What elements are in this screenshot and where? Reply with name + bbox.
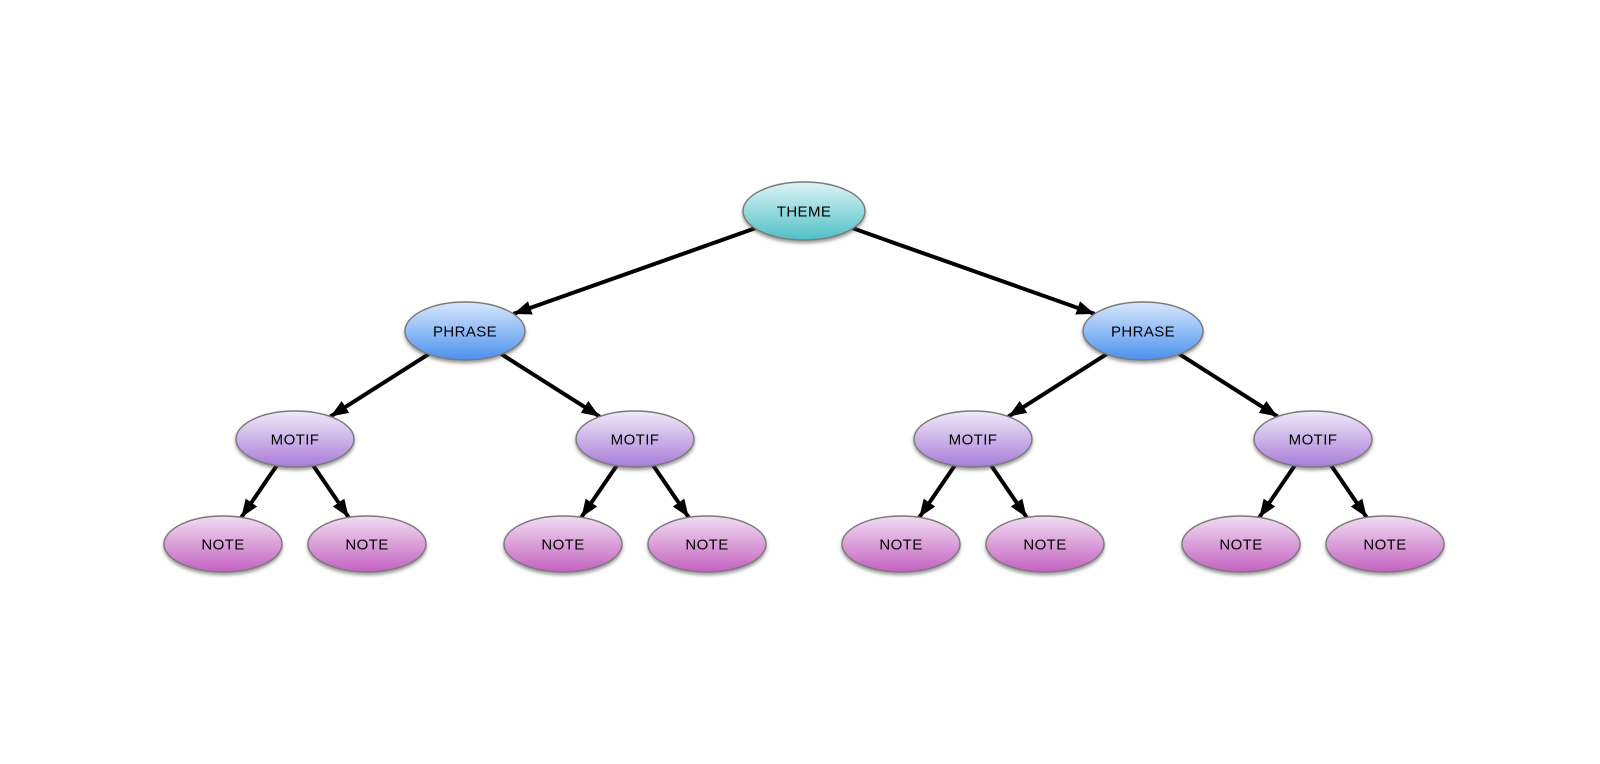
node-label: PHRASE: [1111, 323, 1175, 340]
node-motif-3: MOTIF: [913, 410, 1033, 468]
note-ellipse: [503, 515, 623, 573]
node-phrase-1: PHRASE: [404, 301, 526, 361]
motif-ellipse: [1253, 410, 1373, 468]
edge-motif-4-to-note-8: [1329, 464, 1369, 519]
edge-motif-4-to-note-7: [1257, 464, 1297, 519]
edge-motif-2-to-note-4: [651, 464, 691, 519]
node-note-7: NOTE: [1181, 515, 1301, 573]
node-note-4: NOTE: [647, 515, 767, 573]
node-motif-4: MOTIF: [1253, 410, 1373, 468]
node-note-6: NOTE: [985, 515, 1105, 573]
node-theme: THEME: [742, 181, 866, 241]
node-motif-2: MOTIF: [575, 410, 695, 468]
node-label: NOTE: [541, 536, 584, 553]
edge-theme-to-phrase-2: [852, 226, 1096, 316]
node-label: PHRASE: [433, 323, 497, 340]
node-note-1: NOTE: [163, 515, 283, 573]
edge-motif-3-to-note-5: [917, 464, 957, 519]
edge-phrase-2-to-motif-3: [1007, 352, 1108, 419]
edge-theme-to-phrase-1: [512, 226, 756, 316]
edge-motif-3-to-note-6: [989, 464, 1029, 519]
note-ellipse: [163, 515, 283, 573]
node-label: NOTE: [879, 536, 922, 553]
theme-ellipse: [742, 181, 866, 241]
node-label: NOTE: [685, 536, 728, 553]
node-label: MOTIF: [949, 431, 998, 448]
note-ellipse: [1325, 515, 1445, 573]
edge-motif-2-to-note-3: [579, 464, 619, 519]
edge-phrase-2-to-motif-4: [1178, 352, 1279, 419]
node-label: MOTIF: [1289, 431, 1338, 448]
node-label: NOTE: [201, 536, 244, 553]
node-label: NOTE: [345, 536, 388, 553]
note-ellipse: [307, 515, 427, 573]
node-label: MOTIF: [611, 431, 660, 448]
motif-ellipse: [235, 410, 355, 468]
node-label: THEME: [777, 203, 832, 220]
edge-motif-1-to-note-2: [311, 464, 351, 519]
node-label: NOTE: [1219, 536, 1262, 553]
edge-motif-1-to-note-1: [239, 464, 279, 519]
node-note-8: NOTE: [1325, 515, 1445, 573]
phrase-ellipse: [404, 301, 526, 361]
node-note-5: NOTE: [841, 515, 961, 573]
node-note-2: NOTE: [307, 515, 427, 573]
node-label: NOTE: [1023, 536, 1066, 553]
node-label: NOTE: [1363, 536, 1406, 553]
phrase-ellipse: [1082, 301, 1204, 361]
edge-phrase-1-to-motif-2: [500, 352, 601, 419]
note-ellipse: [841, 515, 961, 573]
note-ellipse: [985, 515, 1105, 573]
edge-phrase-1-to-motif-1: [329, 352, 430, 419]
node-phrase-2: PHRASE: [1082, 301, 1204, 361]
motif-ellipse: [913, 410, 1033, 468]
node-motif-1: MOTIF: [235, 410, 355, 468]
motif-ellipse: [575, 410, 695, 468]
note-ellipse: [1181, 515, 1301, 573]
note-ellipse: [647, 515, 767, 573]
node-note-3: NOTE: [503, 515, 623, 573]
node-label: MOTIF: [271, 431, 320, 448]
